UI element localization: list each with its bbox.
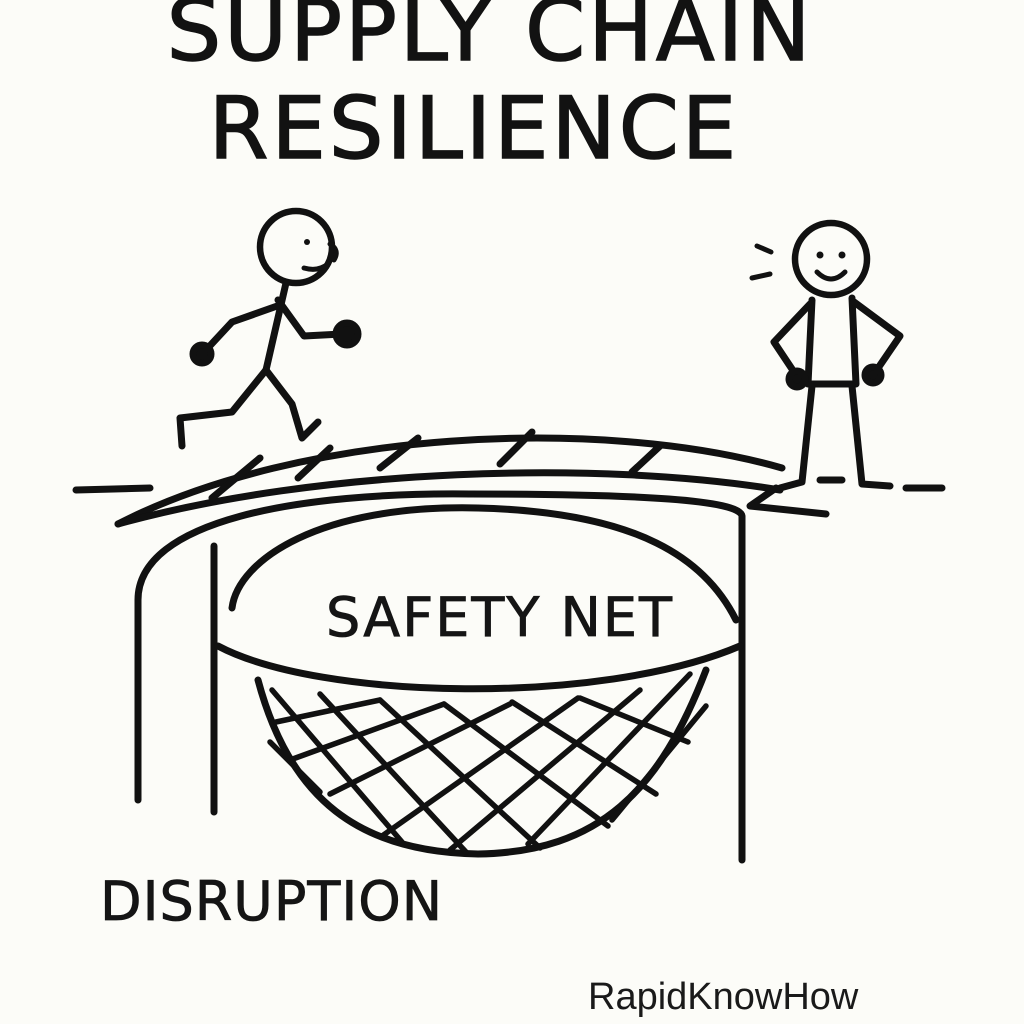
safety-net-icon bbox=[214, 642, 744, 858]
title-line-1: SUPPLY CHAIN bbox=[166, 0, 814, 81]
bridge-icon bbox=[114, 428, 786, 864]
disruption-label: DISRUPTION bbox=[100, 870, 444, 934]
credit-watermark: RapidKnowHow bbox=[588, 976, 859, 1018]
standing-stick-figure-icon bbox=[749, 219, 904, 492]
title-line-2: RESILIENCE bbox=[208, 79, 740, 179]
safety-net-label: SAFETY NET bbox=[326, 586, 675, 650]
ground-lines bbox=[72, 476, 946, 518]
running-stick-figure-icon bbox=[176, 207, 362, 450]
